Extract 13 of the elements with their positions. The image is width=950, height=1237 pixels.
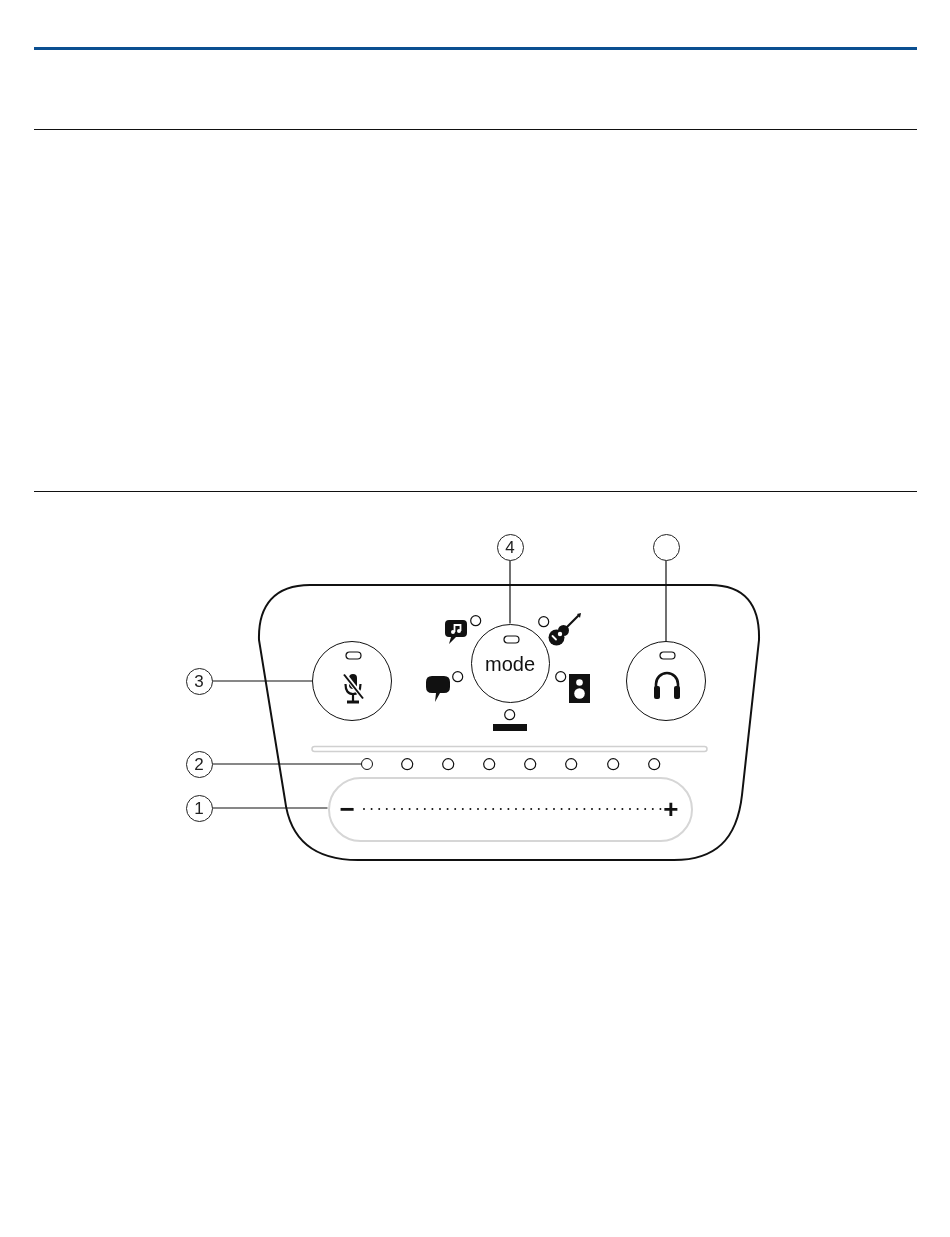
callout-number: 3 — [185, 667, 213, 695]
callout-number: 2 — [185, 750, 213, 778]
leader-line — [211, 763, 362, 765]
leader-line — [509, 559, 511, 625]
callout-number: 4 — [496, 533, 524, 561]
mode-label: mode — [485, 653, 535, 674]
leader-line — [665, 559, 667, 642]
callout-number: 1 — [185, 794, 213, 822]
plus-label: + — [663, 796, 679, 822]
leader-line — [211, 807, 329, 809]
leader-line — [211, 680, 313, 682]
callout-circle — [652, 533, 680, 561]
minus-label: − — [339, 796, 355, 822]
